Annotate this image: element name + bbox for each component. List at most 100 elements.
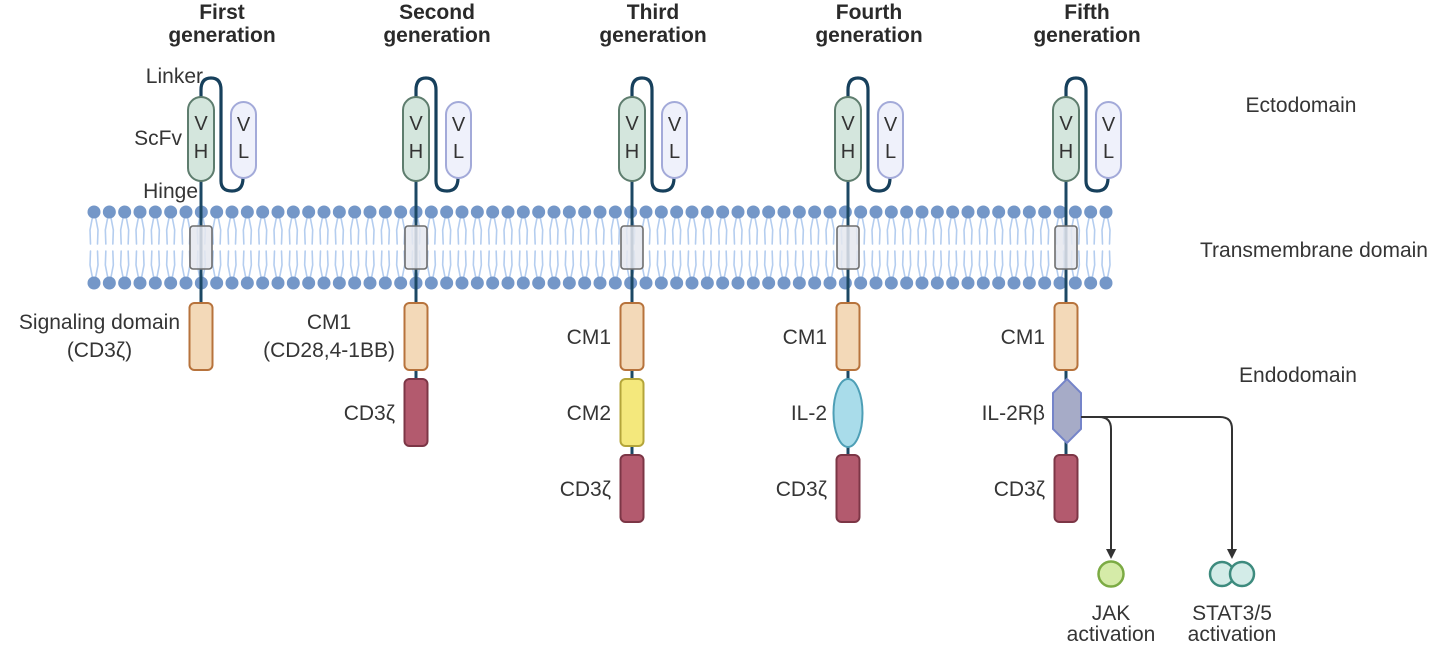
lipid-tail-outer (334, 216, 345, 245)
lipid-head-outer (762, 205, 776, 219)
lipid-tail-inner (89, 250, 99, 279)
cd3z-domain-shape (403, 378, 429, 447)
vl-shape (445, 101, 472, 179)
lipid-tail-inner (779, 250, 789, 279)
vh-letter-h: H (625, 141, 639, 163)
lipid-tail-inner (319, 250, 329, 279)
lipid-tail-inner (1024, 250, 1035, 279)
stat-icon-right (1228, 560, 1256, 588)
vh-shape (834, 96, 862, 182)
vl-letter-l: L (669, 141, 680, 163)
lipid-head-outer (516, 205, 530, 219)
lipid-head-outer (976, 205, 990, 219)
intracellular-domain: CD3ζ (560, 454, 645, 523)
vl-shape (1095, 101, 1122, 179)
lipid-head-inner (915, 276, 929, 290)
lipid-head-outer (930, 205, 944, 219)
lipid-tail-outer (794, 216, 805, 245)
transmembrane-domain (836, 225, 860, 270)
lipid-tail-outer (871, 216, 881, 245)
vh-domain: VH (187, 96, 215, 182)
costim-domain-shape (403, 302, 429, 371)
lipid-tail-inner (395, 250, 406, 279)
lipid-head-inner (1007, 276, 1021, 290)
lipid-head-outer (148, 205, 162, 219)
lipid-head-outer (302, 205, 316, 219)
vl-letter-v: V (452, 114, 466, 136)
vl-domain: VL (1095, 101, 1122, 179)
lipid-head-outer (424, 205, 438, 219)
lipid-head-outer (378, 205, 392, 219)
intracellular-domain: IL-2Rβ (982, 377, 1082, 445)
vh-shape (187, 96, 215, 182)
lipid-head-inner (1099, 276, 1113, 290)
lipid-head-outer (1053, 205, 1067, 219)
lipid-head-inner (87, 276, 101, 290)
lipid-head-outer (256, 205, 270, 219)
lipid-head-outer (363, 205, 377, 219)
lipid-tail-inner (365, 250, 375, 279)
lipid-tail-outer (441, 216, 452, 245)
intracellular-domain: CD3ζ (994, 454, 1079, 523)
lipid-head-outer (210, 205, 224, 219)
lipid-head-outer (532, 205, 546, 219)
lipid-tail-outer (319, 216, 329, 245)
lipid-head-inner (440, 276, 454, 290)
lipid-tail-outer (395, 216, 406, 245)
domain-label: CD3ζ (344, 402, 395, 425)
lipid-head-inner (869, 276, 883, 290)
lipid-head-inner (286, 276, 300, 290)
lipid-head-inner (378, 276, 392, 290)
lipid-tail-inner (763, 250, 774, 279)
lipid-head-inner (501, 276, 515, 290)
lipid-head-inner (792, 276, 806, 290)
lipid-head-inner (516, 276, 530, 290)
lipid-tail-outer (932, 216, 943, 245)
lipid-tail-outer (917, 216, 927, 245)
lipid-head-outer (1038, 205, 1052, 219)
lipid-tail-outer (610, 216, 621, 245)
lipid-head-inner (608, 276, 622, 290)
domain-label: CM1 (783, 326, 827, 349)
lipid-tail-outer (104, 216, 115, 245)
lipid-head-outer (654, 205, 668, 219)
generation-title: First (199, 1, 245, 24)
lipid-head-outer (777, 205, 791, 219)
domain-label-line: Signaling domain (19, 311, 180, 334)
lipid-head-inner (547, 276, 561, 290)
lipid-head-inner (976, 276, 990, 290)
vl-shape (230, 101, 257, 179)
lipid-tail-outer (1101, 216, 1111, 245)
lipid-tail-outer (426, 216, 437, 245)
lipid-head-inner (1022, 276, 1036, 290)
lipid-tail-inner (288, 250, 299, 279)
vh-letter-v: V (194, 113, 208, 135)
vh-domain: VH (618, 96, 646, 182)
lipid-head-outer (608, 205, 622, 219)
stat-label-sub: activation (1188, 623, 1277, 645)
lipid-head-outer (946, 205, 960, 219)
lipid-head-inner (486, 276, 500, 290)
region-label: Transmembrane domain (1200, 239, 1428, 262)
lipid-head-outer (593, 205, 607, 219)
lipid-tail-outer (886, 216, 897, 245)
lipid-tail-inner (963, 250, 973, 279)
lipid-head-outer (1099, 205, 1113, 219)
transmembrane-domain (404, 225, 428, 270)
lipid-tail-outer (288, 216, 299, 245)
signal-arrow (1081, 416, 1233, 550)
vl-letter-v: V (884, 114, 898, 136)
lipid-tail-outer (779, 216, 789, 245)
lipid-head-outer (501, 205, 515, 219)
lipid-head-inner (394, 276, 408, 290)
lipid-head-inner (670, 276, 684, 290)
lipid-head-inner (118, 276, 132, 290)
lipid-head-inner (302, 276, 316, 290)
lipid-tail-inner (1039, 250, 1050, 279)
jak-label-sub: activation (1067, 623, 1156, 645)
lipid-tail-inner (917, 250, 927, 279)
